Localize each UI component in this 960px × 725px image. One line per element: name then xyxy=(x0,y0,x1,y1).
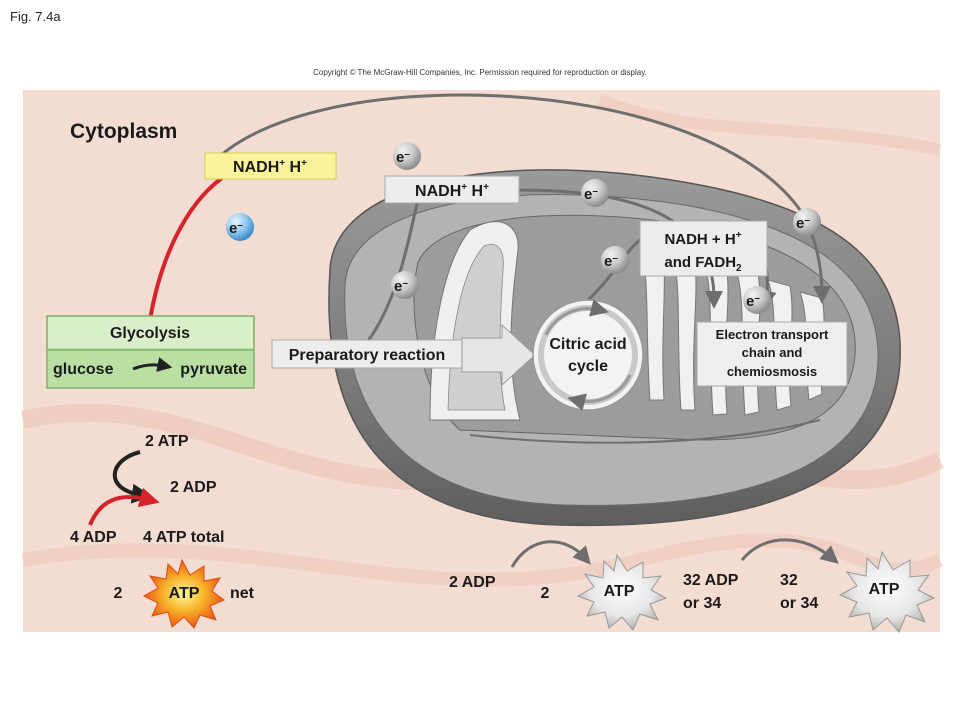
svg-text:Electron transport: Electron transport xyxy=(716,327,829,342)
cytoplasm-label: Cytoplasm xyxy=(70,120,177,143)
svg-text:and FADH2: and FADH2 xyxy=(664,254,742,274)
svg-text:Citric acid: Citric acid xyxy=(549,336,626,353)
citric-atp: 2 ADP 2 ATP xyxy=(449,540,668,631)
yield-atp-label: 4 ATP total xyxy=(143,529,225,546)
net-atp-count: 2 xyxy=(114,585,123,602)
glycolysis-title: Glycolysis xyxy=(110,325,190,342)
yield-adp-label: 4 ADP xyxy=(70,529,117,546)
svg-text:e–: e– xyxy=(746,293,760,310)
preparatory-reaction-box: Preparatory reaction xyxy=(271,339,463,369)
citric-acid-cycle: Citric acid cycle xyxy=(532,299,644,411)
invest-atp-label: 2 ATP xyxy=(145,433,189,450)
svg-text:e–: e– xyxy=(796,215,810,232)
net-label: net xyxy=(230,585,255,602)
nadh-fadh-citric-box: NADH + H+ and FADH2 xyxy=(639,220,768,277)
citric-atp-count: 2 xyxy=(541,585,550,602)
electron-marker: e– xyxy=(393,142,421,170)
svg-text:e–: e– xyxy=(229,220,243,237)
nadh-glycolysis-box: NADH+ H+ xyxy=(204,152,337,180)
glycolysis-box: Glycolysis glucose pyruvate xyxy=(46,315,255,389)
glucose-label: glucose xyxy=(53,361,114,378)
cytoplasm-texture xyxy=(597,94,942,156)
glucose-to-pyruvate-arrow xyxy=(132,357,173,372)
electron-arrow-glycolysis xyxy=(206,93,831,304)
svg-text:Preparatory reaction: Preparatory reaction xyxy=(289,347,446,364)
copyright-notice: Copyright © The McGraw-Hill Companies, I… xyxy=(313,68,647,77)
etc-adp-or: or 34 xyxy=(683,595,721,612)
yield-arrow xyxy=(88,487,160,526)
electron-marker: e– xyxy=(743,286,771,314)
prep-to-citric-arrow xyxy=(461,323,536,387)
svg-text:e–: e– xyxy=(394,278,408,295)
svg-text:NADH+ H+: NADH+ H+ xyxy=(415,182,489,200)
svg-text:cycle: cycle xyxy=(568,358,608,375)
electron-marker: e– xyxy=(391,271,419,299)
citric-atp-label: ATP xyxy=(604,583,635,600)
etc-atp-label: ATP xyxy=(869,581,900,598)
electron-marker-blue: e– xyxy=(226,213,254,241)
etc-atp-arrow xyxy=(740,538,839,564)
etc-atp-burst xyxy=(838,550,936,633)
pyruvate-label: pyruvate xyxy=(180,361,247,378)
electron-marker: e– xyxy=(581,179,609,207)
svg-text:e–: e– xyxy=(604,253,618,270)
svg-text:NADH + H+: NADH + H+ xyxy=(664,230,741,248)
svg-text:e–: e– xyxy=(584,186,598,203)
citric-atp-arrow xyxy=(510,540,591,568)
citric-atp-burst xyxy=(576,553,668,631)
net-atp-label: ATP xyxy=(169,585,200,602)
figure-label: Fig. 7.4a xyxy=(10,9,61,24)
etc-atp-or: or 34 xyxy=(780,595,818,612)
svg-text:chain and: chain and xyxy=(742,345,803,360)
svg-text:e–: e– xyxy=(396,149,410,166)
electron-arrow-prep-up xyxy=(363,199,420,346)
etc-atp: 32 ADP or 34 32 or 34 ATP xyxy=(683,538,936,633)
svg-text:NADH+ H+: NADH+ H+ xyxy=(233,158,307,176)
invest-adp-label: 2 ADP xyxy=(170,479,217,496)
etc-atp-count: 32 xyxy=(780,572,798,589)
svg-text:chemiosmosis: chemiosmosis xyxy=(727,364,817,379)
glycolysis-electron-arrow xyxy=(148,176,224,321)
citric-adp-label: 2 ADP xyxy=(449,574,496,591)
invest-arrow xyxy=(112,450,152,504)
net-atp-burst xyxy=(142,558,225,629)
electron-transport-box: Electron transport chain and chemiosmosi… xyxy=(696,321,848,387)
electron-marker: e– xyxy=(601,246,629,274)
glycolysis-atp-cycle: 2 ATP 2 ADP 4 ADP 4 ATP total 2 ATP net xyxy=(70,433,255,629)
etc-adp-label: 32 ADP xyxy=(683,572,739,589)
electron-marker: e– xyxy=(793,208,821,236)
nadh-prep-box: NADH+ H+ xyxy=(384,175,520,204)
